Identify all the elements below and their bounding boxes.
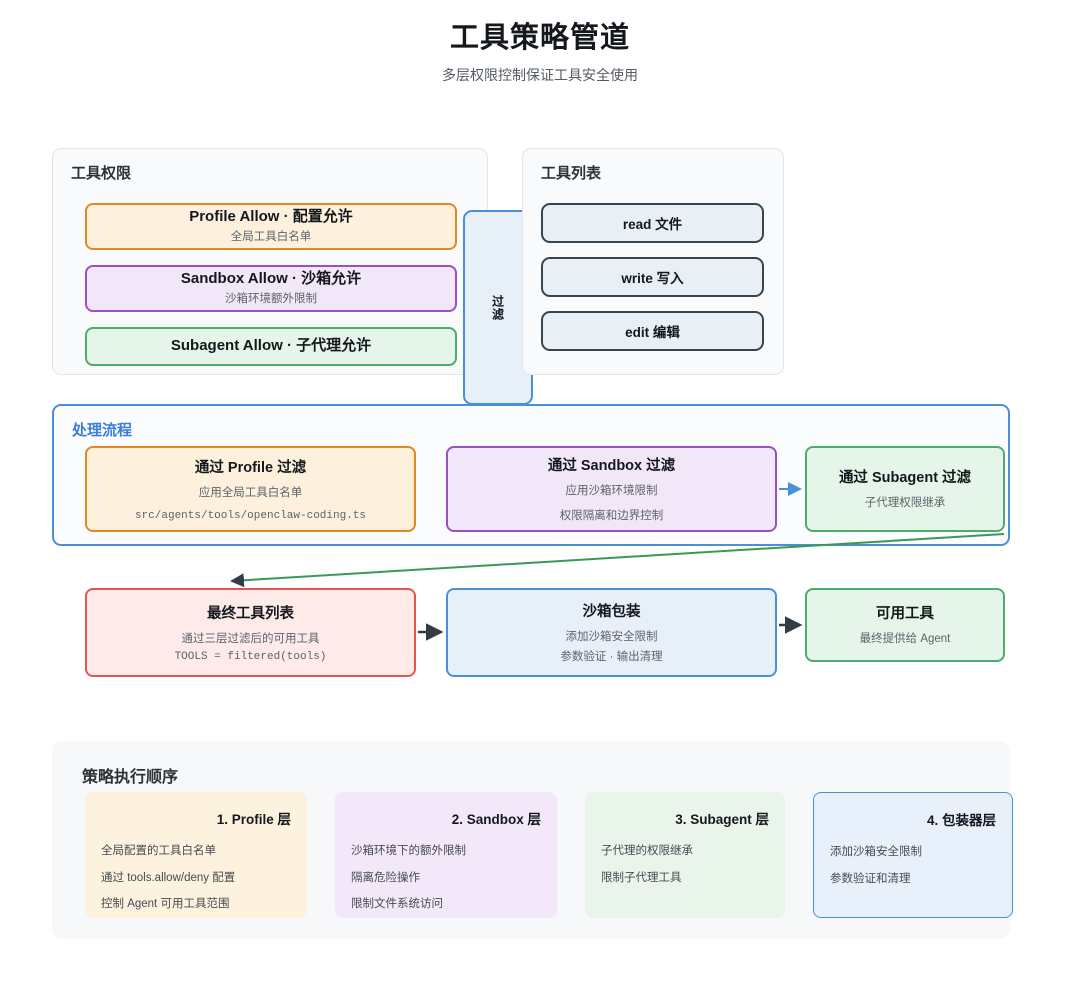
tool-item-edit[interactable]: edit 编辑: [541, 311, 764, 351]
stage-box-title: 通过 Subagent 过滤: [838, 470, 972, 487]
order-card-profile-layer[interactable]: 1. Profile 层 全局配置的工具白名单 通过 tools.allow/d…: [85, 792, 307, 918]
stage-box-sandbox-filter[interactable]: 通过 Sandbox 过滤 应用沙箱环境限制 权限隔离和边界控制: [446, 446, 777, 532]
result-box-line: 添加沙箱安全限制: [565, 630, 658, 643]
permission-box-subtitle: 沙箱环境额外限制: [225, 292, 317, 305]
order-card-line: 参数验证和清理: [830, 872, 911, 885]
stage-box-code: src/agents/tools/openclaw-coding.ts: [134, 510, 367, 523]
order-card-line: 子代理的权限继承: [601, 845, 693, 857]
result-box-final-tool-list[interactable]: 最终工具列表 通过三层过滤后的可用工具 TOOLS = filtered(too…: [85, 588, 416, 677]
order-card-line: 通过 tools.allow/deny 配置: [101, 871, 236, 884]
result-box-title: 沙箱包装: [582, 603, 641, 620]
stage-box-title: 通过 Profile 过滤: [194, 459, 307, 476]
order-card-subagent-layer[interactable]: 3. Subagent 层 子代理的权限继承 限制子代理工具: [585, 792, 785, 918]
result-box-code: TOOLS = filtered(tools): [174, 651, 327, 664]
permission-box-title: Subagent Allow · 子代理允许: [170, 337, 372, 355]
permission-box-subagent-allow[interactable]: Subagent Allow · 子代理允许: [85, 327, 457, 366]
permission-box-subtitle: 全局工具白名单: [230, 230, 312, 243]
permission-box-title: Profile Allow · 配置允许: [189, 208, 353, 226]
permission-box-profile-allow[interactable]: Profile Allow · 配置允许 全局工具白名单: [85, 203, 457, 250]
tool-item-label: write 写入: [621, 271, 684, 286]
tool-item-label: edit 编辑: [625, 325, 680, 340]
result-box-line: 最终提供给 Agent: [859, 633, 951, 646]
stage-box-line: 权限隔离和边界控制: [559, 509, 664, 522]
tool-list-panel-title: 工具列表: [541, 165, 602, 182]
result-box-line: 通过三层过滤后的可用工具: [181, 632, 320, 645]
filter-connector-label: 过滤: [490, 294, 505, 321]
order-card-sandbox-layer[interactable]: 2. Sandbox 层 沙箱环境下的额外限制 隔离危险操作 限制文件系统访问: [335, 792, 557, 918]
order-card-title: 3. Subagent 层: [675, 812, 769, 827]
permission-box-title: Sandbox Allow · 沙箱允许: [180, 270, 362, 288]
policy-order-title: 策略执行顺序: [82, 769, 179, 786]
order-card-wrapper-layer[interactable]: 4. 包装器层 添加沙箱安全限制 参数验证和清理: [813, 792, 1013, 918]
tool-item-read[interactable]: read 文件: [541, 203, 764, 243]
order-card-line: 隔离危险操作: [351, 871, 420, 884]
order-card-line: 控制 Agent 可用工具范围: [101, 898, 230, 911]
result-box-available-tools[interactable]: 可用工具 最终提供给 Agent: [805, 588, 1005, 662]
order-card-line: 沙箱环境下的额外限制: [351, 845, 466, 857]
result-box-line: 参数验证 · 输出清理: [560, 650, 663, 663]
tool-item-write[interactable]: write 写入: [541, 257, 764, 297]
permission-box-sandbox-allow[interactable]: Sandbox Allow · 沙箱允许 沙箱环境额外限制: [85, 265, 457, 312]
page-title: 工具策略管道: [449, 22, 630, 54]
result-box-sandbox-wrapper[interactable]: 沙箱包装 添加沙箱安全限制 参数验证 · 输出清理: [446, 588, 777, 677]
order-card-title: 2. Sandbox 层: [451, 812, 541, 827]
order-card-line: 添加沙箱安全限制: [830, 846, 922, 858]
processing-flow-panel-title: 处理流程: [72, 422, 133, 439]
page-subtitle: 多层权限控制保证工具安全使用: [442, 67, 638, 83]
stage-box-line: 应用全局工具白名单: [198, 486, 303, 499]
stage-box-subagent-filter[interactable]: 通过 Subagent 过滤 子代理权限继承: [805, 446, 1005, 532]
order-card-title: 4. 包装器层: [926, 813, 996, 828]
stage-box-title: 通过 Sandbox 过滤: [547, 457, 676, 474]
order-card-line: 限制子代理工具: [601, 871, 682, 884]
result-box-title: 最终工具列表: [207, 605, 294, 622]
order-card-title: 1. Profile 层: [216, 812, 291, 827]
filter-connector[interactable]: 过滤: [463, 210, 533, 405]
stage-box-line: 子代理权限继承: [864, 497, 946, 510]
stage-box-line: 应用沙箱环境限制: [565, 484, 658, 497]
result-box-title: 可用工具: [876, 606, 934, 623]
tool-item-label: read 文件: [622, 217, 683, 232]
tool-permissions-panel-title: 工具权限: [71, 165, 132, 182]
order-card-line: 全局配置的工具白名单: [101, 845, 216, 857]
order-card-line: 限制文件系统访问: [351, 898, 443, 911]
stage-box-profile-filter[interactable]: 通过 Profile 过滤 应用全局工具白名单 src/agents/tools…: [85, 446, 416, 532]
